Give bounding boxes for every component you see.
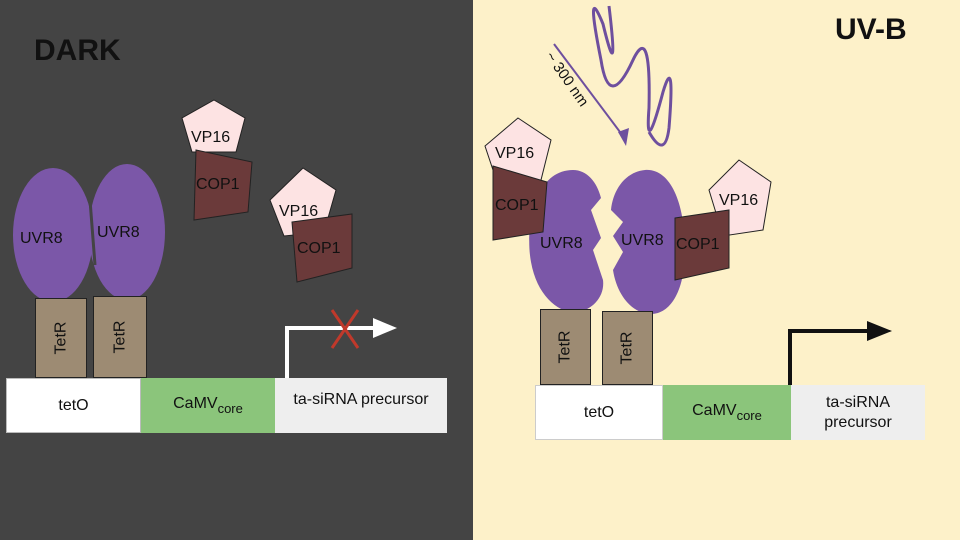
dna-teto: tetO (6, 378, 141, 433)
uvr8-right-shape (611, 169, 685, 314)
camv-label: CaMV (692, 402, 737, 419)
wavelength-label: ~ 300 nm (542, 49, 592, 110)
uvb-title: UV-B (835, 13, 907, 46)
camv-sub: core (736, 408, 762, 423)
arrow-right-icon (788, 321, 892, 385)
vp16-a-label: VP16 (495, 145, 534, 162)
dark-panel: UVR8 UVR8 VP16 COP1 VP16 COP1 DARK TetR … (0, 0, 473, 540)
cop1-a-label: COP1 (495, 197, 539, 214)
tetr-left-label: TetR (52, 321, 69, 355)
tetr-right-label: TetR (618, 331, 636, 365)
uvr8-left-label: UVR8 (20, 230, 63, 247)
cop1-a-shape (193, 149, 253, 221)
cop1-b-shape (674, 209, 730, 281)
camv-sub: core (217, 401, 243, 416)
vp16-a-shape (181, 99, 246, 153)
cop1-a-shape (492, 165, 548, 241)
uvr8-right-label: UVR8 (97, 224, 140, 241)
dna-precursor: ta-siRNA precursor (791, 385, 925, 440)
cop1-a-label: COP1 (196, 176, 240, 193)
vp16-b-label: VP16 (279, 203, 318, 220)
cross-icon (330, 309, 360, 349)
tetr-right: TetR (93, 296, 147, 378)
dna-teto: tetO (535, 385, 663, 440)
vp16-b-label: VP16 (719, 192, 758, 209)
cop1-b-label: COP1 (676, 236, 720, 253)
uvr8-left-shape (13, 168, 93, 302)
uvr8-left-label: UVR8 (540, 235, 583, 252)
uvr8-right-shape (89, 164, 165, 300)
tetr-left: TetR (540, 309, 591, 385)
dna-camv: CaMVcore (663, 385, 791, 440)
cop1-b-label: COP1 (297, 240, 341, 257)
uvr8-right-label: UVR8 (621, 232, 664, 249)
camv-label: CaMV (173, 395, 218, 412)
vp16-a-label: VP16 (191, 129, 230, 146)
tetr-right: TetR (602, 311, 653, 385)
dark-diagram: UVR8 UVR8 VP16 COP1 VP16 COP1 (13, 99, 397, 378)
dark-title: DARK (34, 34, 121, 67)
tetr-left-label: TetR (556, 330, 574, 364)
uvr8-left-shape (529, 170, 604, 313)
cop1-b-shape (291, 213, 353, 283)
uv-wave-icon (553, 5, 673, 147)
uvb-panel: ~ 300 nm UVR8 UVR8 VP16 COP1 VP16 COP1 U… (473, 0, 960, 540)
dna-precursor: ta-siRNA precursor (275, 378, 447, 433)
dna-camv: CaMVcore (141, 378, 275, 433)
tetr-right-label: TetR (111, 320, 128, 354)
tetr-left: TetR (35, 298, 87, 378)
uvb-diagram: ~ 300 nm UVR8 UVR8 VP16 COP1 VP16 COP1 (484, 5, 892, 385)
